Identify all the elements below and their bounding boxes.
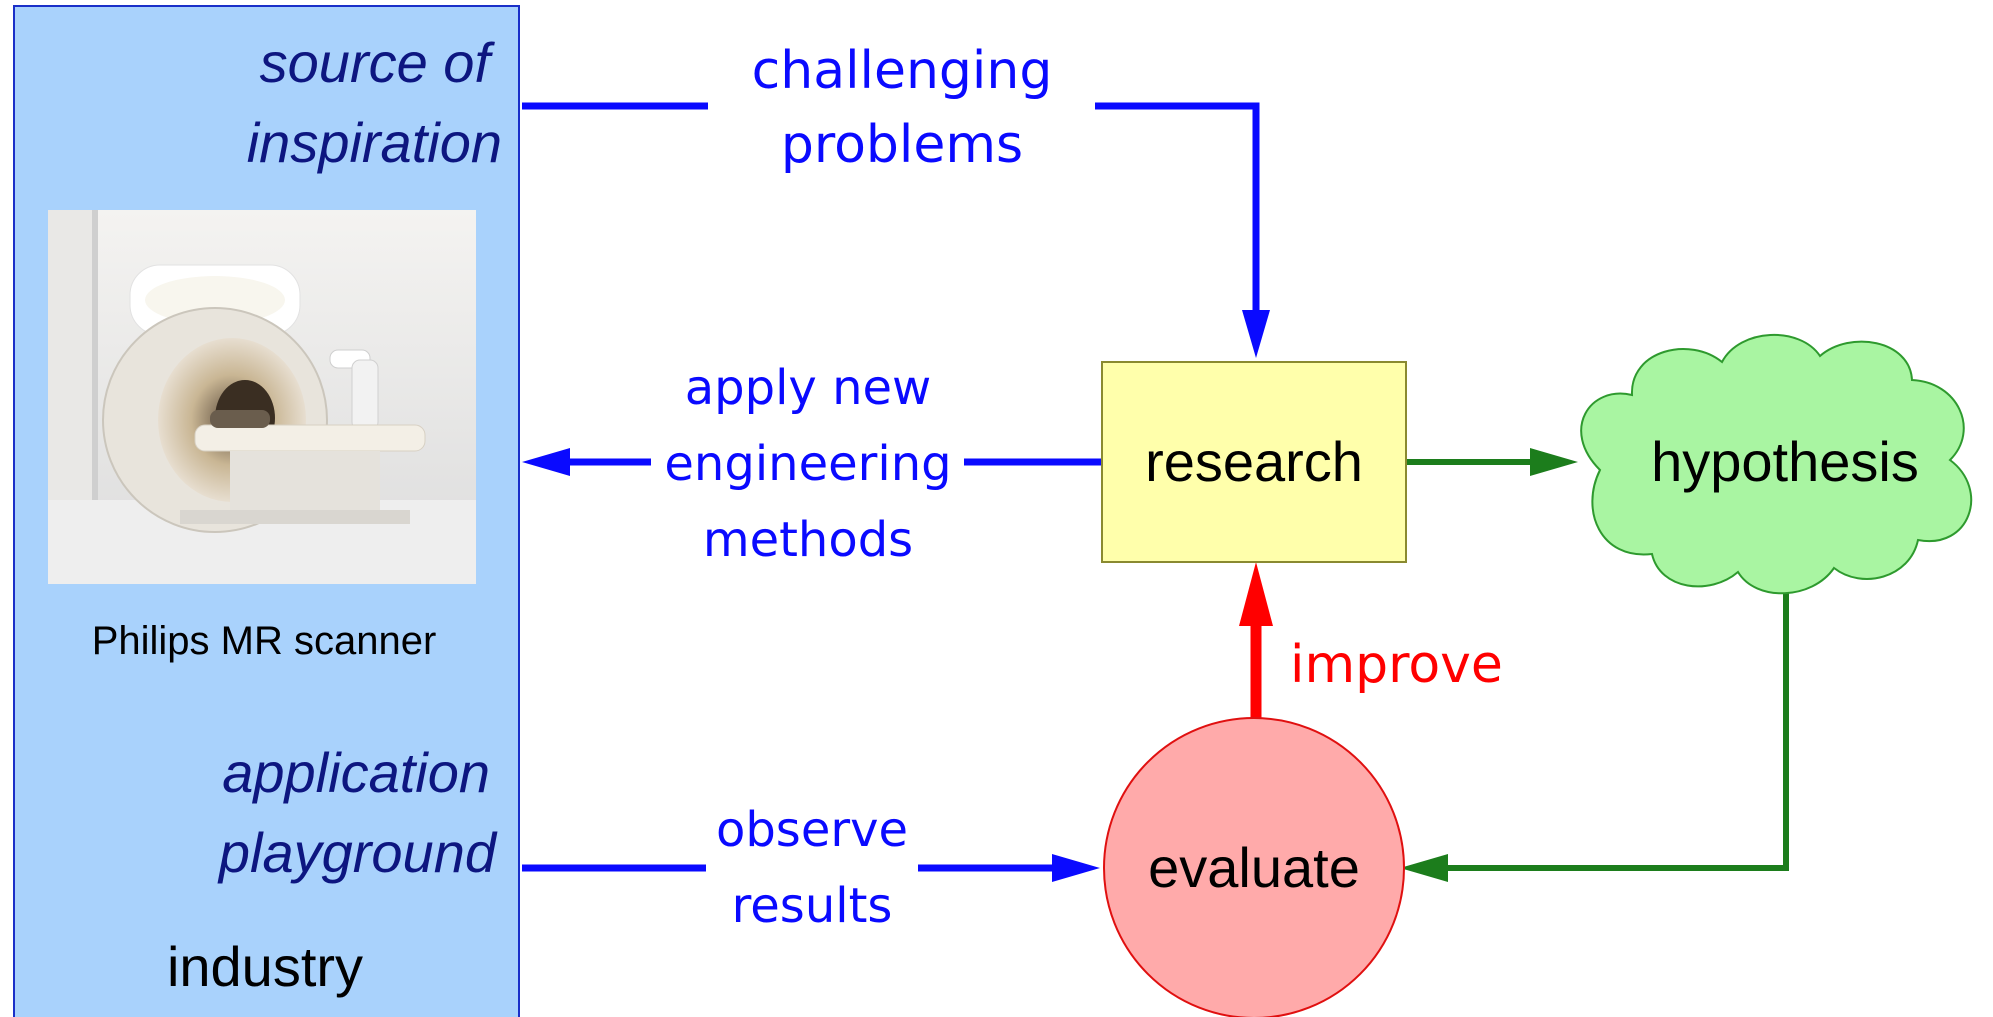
apply-methods-arrow xyxy=(522,448,1102,476)
application-playground-line1: application xyxy=(222,741,490,804)
observe-arrowhead xyxy=(1052,854,1100,882)
apply-label-line3: methods xyxy=(703,512,913,568)
research-to-hypothesis-arrow xyxy=(1405,448,1578,476)
evaluate-circle xyxy=(1103,717,1405,1017)
industry-panel: source of inspiration Philips MR scanner… xyxy=(13,5,520,1017)
hypothesis-arrowhead xyxy=(1530,448,1578,476)
research-label: research xyxy=(1145,430,1363,493)
research-box xyxy=(1101,361,1407,563)
apply-arrowhead xyxy=(522,448,570,476)
research-node: research xyxy=(1101,361,1407,563)
source-of-inspiration-line2: inspiration xyxy=(247,111,502,174)
evaluate-label: evaluate xyxy=(1148,836,1360,899)
challenging-arrowhead xyxy=(1242,310,1270,358)
evaluate-arrowhead xyxy=(1400,854,1448,882)
industry-label: industry xyxy=(167,935,363,998)
improve-arrow xyxy=(1239,562,1273,718)
hypothesis-label: hypothesis xyxy=(1651,430,1919,493)
source-of-inspiration-line1: source of xyxy=(260,31,496,94)
apply-label-line1: apply new xyxy=(685,360,932,416)
application-playground-line2: playground xyxy=(217,821,498,884)
mr-scanner-photo xyxy=(48,210,476,584)
challenging-problems-arrow xyxy=(522,102,1270,358)
apply-label-line2: engineering xyxy=(664,436,951,492)
challenging-label-line2: problems xyxy=(781,115,1023,175)
improve-label: improve xyxy=(1290,635,1503,695)
hypothesis-cloud xyxy=(1580,334,1973,595)
observe-label-line2: results xyxy=(732,878,893,934)
evaluate-node: evaluate xyxy=(1103,717,1405,1017)
hypothesis-to-evaluate-arrow xyxy=(1400,562,1789,882)
challenging-label-line1: challenging xyxy=(752,41,1053,101)
observe-label-line1: observe xyxy=(716,802,908,858)
improve-arrowhead xyxy=(1239,562,1273,626)
observe-results-arrow xyxy=(522,854,1100,882)
photo-caption: Philips MR scanner xyxy=(92,619,437,663)
hypothesis-node: hypothesis xyxy=(1580,334,1973,595)
